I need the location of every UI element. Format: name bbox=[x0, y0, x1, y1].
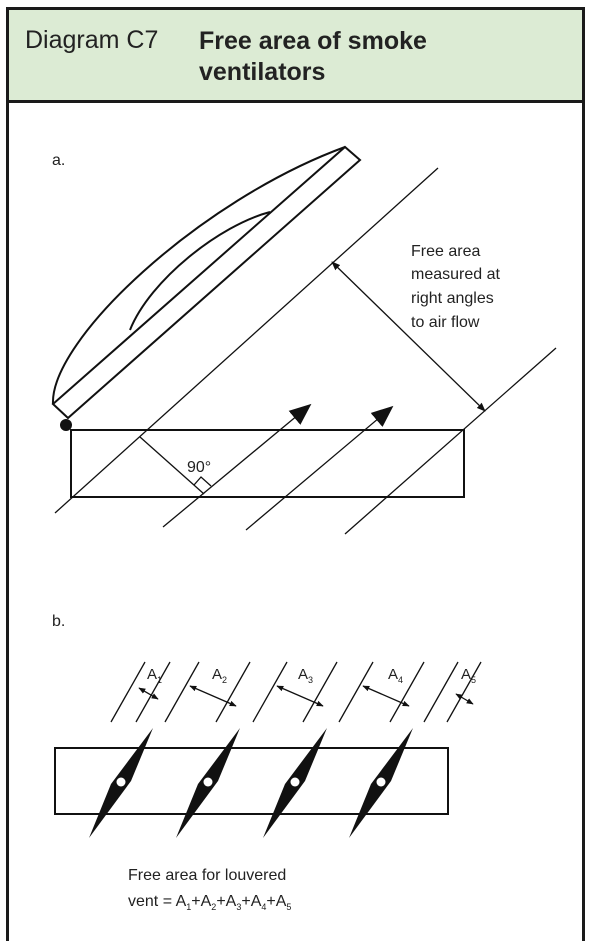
perpendicular-measure bbox=[139, 436, 212, 495]
vent-opening bbox=[70, 429, 465, 498]
part-b-label: b. bbox=[52, 613, 65, 630]
part-a-label: a. bbox=[52, 152, 65, 169]
free-area-annotation: Free area measured at right angles to ai… bbox=[411, 243, 500, 331]
airflow-arrow-1 bbox=[162, 403, 312, 528]
annotation-line-3: right angles bbox=[411, 290, 494, 307]
louver-blade bbox=[263, 728, 327, 838]
right-angle-label: 90° bbox=[187, 459, 211, 476]
annotation-line-1: Free area bbox=[411, 243, 480, 260]
louver-blade bbox=[176, 728, 240, 838]
flow-boundary-line-left bbox=[54, 167, 439, 514]
airflow-lines bbox=[54, 167, 557, 535]
hinge-dot bbox=[60, 419, 72, 431]
louver-gaps bbox=[110, 661, 482, 723]
diagram-header: Diagram C7 Free area of smoke ventilator… bbox=[9, 10, 582, 103]
diagram-title: Free area of smoke ventilators bbox=[199, 27, 427, 86]
caption-formula: vent = A1+A2+A3+A4+A5 bbox=[128, 893, 291, 912]
annotation-line-4: to air flow bbox=[411, 314, 480, 331]
diagram-number: Diagram C7 bbox=[25, 26, 159, 54]
louver-blade bbox=[349, 728, 413, 838]
caption-line-1: Free area for louvered bbox=[128, 867, 286, 884]
gap-label-a2: A2 bbox=[212, 666, 227, 685]
gap-label-a3: A3 bbox=[298, 666, 313, 685]
louver-blades bbox=[89, 728, 413, 838]
airflow-arrow-2 bbox=[245, 405, 394, 531]
free-area-dimension-arrow bbox=[331, 261, 486, 412]
gap-label-a1: A1 bbox=[147, 666, 162, 685]
louver-blade bbox=[89, 728, 153, 838]
annotation-line-2: measured at bbox=[411, 266, 500, 283]
gap-label-a5: A5 bbox=[461, 666, 476, 685]
vent-lid bbox=[51, 145, 362, 420]
gap-label-a4: A4 bbox=[388, 666, 403, 685]
louvered-vent-body bbox=[54, 747, 449, 815]
diagram-frame bbox=[6, 7, 585, 941]
gap-labels: A1 A2 A3 A4 A5 bbox=[147, 666, 476, 685]
flow-boundary-line-right bbox=[344, 347, 557, 535]
